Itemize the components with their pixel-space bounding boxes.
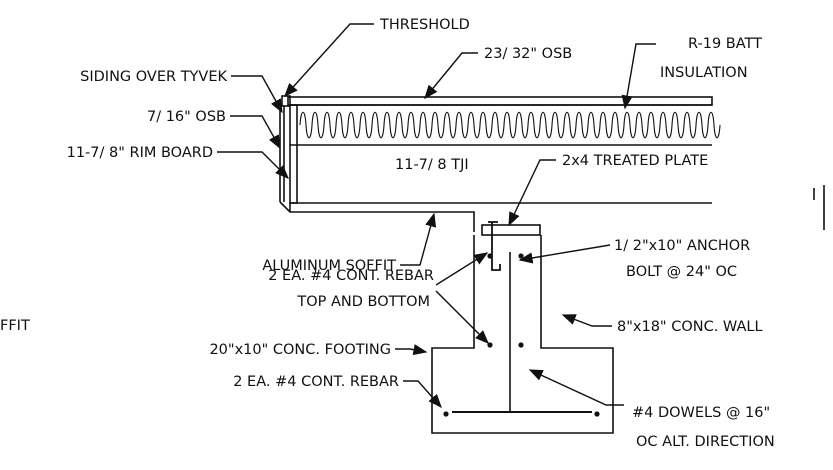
concrete-wall bbox=[431, 235, 614, 434]
label-dowels-1: #4 DOWELS @ 16" bbox=[632, 405, 770, 421]
label-batt-2: INSULATION bbox=[660, 65, 748, 81]
label-anchor-1: 1/ 2"x10" ANCHOR bbox=[614, 238, 750, 254]
label-aluminum-soffit: ALUMINUM SOFFIT bbox=[262, 258, 396, 274]
floor-assembly bbox=[279, 95, 713, 236]
anchor-bolt bbox=[488, 221, 501, 271]
leaders bbox=[217, 23, 656, 409]
leader-anchor bbox=[518, 244, 611, 264]
leader-footing-rebar bbox=[403, 380, 442, 409]
leader-threshold bbox=[284, 23, 374, 98]
label-rebar-footing: 2 EA. #4 CONT. REBAR bbox=[233, 374, 399, 390]
label-rebar-top-1: 2 EA. #4 CONT. REBAR bbox=[268, 268, 434, 284]
label-anchor-2: BOLT @ 24" OC bbox=[626, 264, 737, 280]
label-7-16-osb: 7/ 16" OSB bbox=[147, 109, 226, 125]
leader-7-16-osb bbox=[230, 115, 281, 150]
label-threshold: THRESHOLD bbox=[379, 17, 470, 33]
label-batt-1: R-19 BATT bbox=[688, 36, 762, 52]
label-23-32-osb: 23/ 32" OSB bbox=[484, 46, 572, 62]
label-tji: 11-7/ 8 TJI bbox=[395, 157, 469, 173]
rim-board bbox=[289, 104, 298, 204]
leader-rebar-top-2 bbox=[435, 290, 489, 344]
leader-rebar-top-1 bbox=[435, 252, 489, 286]
aluminum-soffit bbox=[279, 201, 475, 232]
leader-soffit bbox=[400, 212, 437, 266]
leader-footing bbox=[395, 344, 428, 356]
batt-insulation bbox=[299, 111, 721, 139]
subfloor-osb bbox=[287, 96, 713, 106]
leader-treated-plate bbox=[508, 159, 556, 227]
label-conc-wall: 8"x18" CONC. WALL bbox=[617, 319, 763, 335]
labels: THRESHOLD 23/ 32" OSB R-19 BATT INSULATI… bbox=[0, 17, 775, 450]
label-dowels-2: OC ALT. DIRECTION bbox=[636, 434, 775, 450]
label-fragment-left: FFIT bbox=[0, 318, 30, 334]
treated-plate bbox=[481, 224, 541, 236]
label-siding: SIDING OVER TYVEK bbox=[80, 69, 227, 85]
leader-23-32-osb bbox=[424, 52, 478, 100]
leader-rim-board bbox=[217, 151, 289, 179]
leader-batt bbox=[621, 43, 656, 110]
label-treated-plate: 2x4 TREATED PLATE bbox=[562, 153, 708, 169]
leader-conc-wall bbox=[561, 314, 612, 327]
label-rim-board: 11-7/ 8" RIM BOARD bbox=[67, 145, 213, 161]
foundation bbox=[431, 185, 825, 434]
label-rebar-top-2: TOP AND BOTTOM bbox=[296, 294, 430, 310]
leader-siding bbox=[231, 75, 283, 114]
leader-dowels bbox=[528, 369, 624, 406]
label-footing: 20"x10" CONC. FOOTING bbox=[209, 342, 391, 358]
